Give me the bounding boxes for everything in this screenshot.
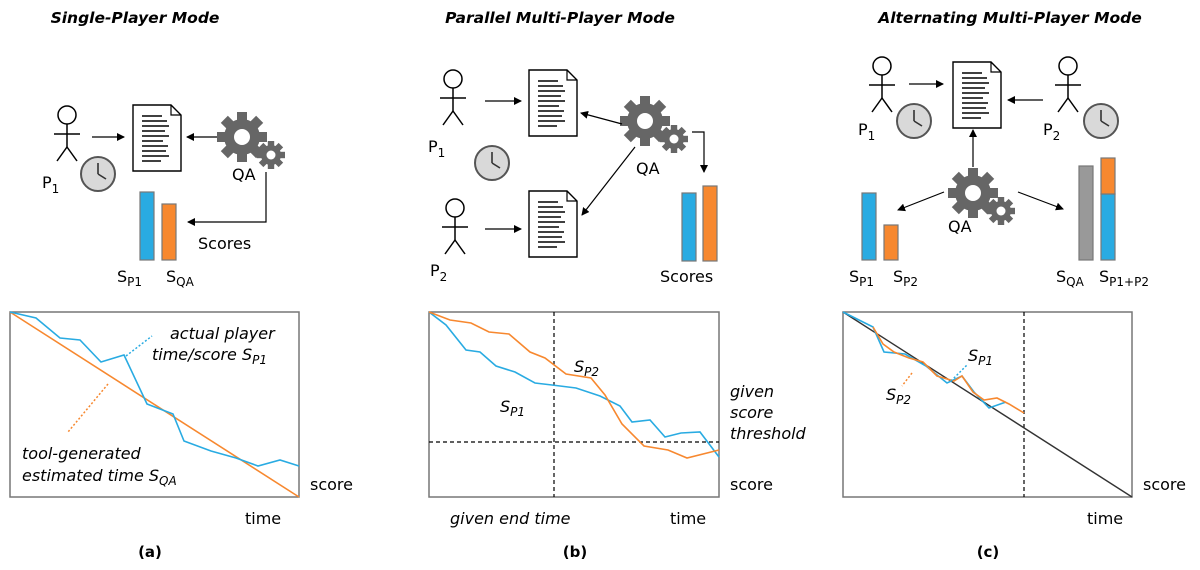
panel-caption: (b)	[563, 543, 587, 561]
player-1-line	[428, 311, 720, 458]
document-icon	[132, 104, 182, 172]
tool-annotation-1: tool-generated	[22, 444, 142, 463]
threshold-label-3: threshold	[730, 424, 807, 443]
player-1-label: P1	[428, 137, 445, 160]
player-2-icon	[1054, 56, 1082, 113]
axis-label-score: score	[310, 475, 353, 494]
axis-label-time: time	[1087, 509, 1123, 528]
qa-to-right-scores-arrow	[1017, 191, 1064, 211]
bar-combined-player-1	[1100, 193, 1116, 261]
player-label: P1	[42, 173, 59, 196]
tool-annotation-2: estimated time SQA	[22, 466, 177, 488]
qa-to-scores-arrow	[187, 172, 267, 226]
scores-label: Scores	[660, 267, 713, 286]
gear-small-icon	[660, 125, 688, 153]
threshold-label-1: given	[730, 382, 774, 401]
player-annotation-1: actual player	[170, 324, 276, 343]
panel-caption: (c)	[977, 543, 1000, 561]
plot-frame	[428, 311, 720, 498]
player-2-label: P2	[430, 261, 447, 284]
axis-label-time: time	[670, 509, 706, 528]
player-1-icon	[868, 56, 896, 113]
panel-title: Alternating Multi-Player Mode	[877, 9, 1142, 27]
player-1-icon	[439, 69, 467, 126]
tool-annotation-leader	[67, 383, 109, 433]
end-time-label: given end time	[450, 509, 571, 528]
gear-small-icon	[257, 141, 285, 169]
bar-player	[139, 191, 155, 261]
threshold-label-2: score	[730, 403, 774, 422]
scores-label: Scores	[198, 234, 251, 253]
document-icon	[952, 61, 1002, 129]
qa-estimate-line	[842, 311, 1133, 498]
clock-icon	[474, 145, 510, 181]
bar-label-player-1: SP1	[849, 267, 874, 289]
panel-caption: (a)	[138, 543, 162, 561]
plot-frame	[842, 311, 1133, 498]
bar-player-1	[681, 192, 697, 262]
clock-icon	[80, 156, 116, 192]
player-2-plot-label: SP2	[574, 357, 599, 379]
panel-title: Single-Player Mode	[51, 9, 220, 27]
estimated-time-line	[9, 311, 300, 498]
qa-to-doc-2-arrow	[581, 146, 636, 216]
qa-to-scores-arrow	[692, 131, 708, 173]
player-2-label: P2	[1043, 120, 1060, 143]
bar-label-qa: SQA	[1056, 267, 1085, 289]
bar-combined-player-2	[1100, 157, 1116, 195]
player-2-leader	[901, 372, 913, 387]
bar-player-2	[883, 224, 899, 261]
bar-label-combined: SP1+P2	[1099, 267, 1149, 289]
player-2-line	[872, 326, 1025, 414]
player-icon	[53, 105, 81, 162]
actual-player-line	[9, 311, 300, 467]
qa-to-left-scores-arrow	[897, 191, 945, 212]
bar-label-player-2: SP2	[893, 267, 918, 289]
qa-label: QA	[636, 159, 660, 178]
player-1-clock-icon	[896, 103, 932, 139]
axis-label-time: time	[245, 509, 281, 528]
qa-label: QA	[948, 217, 972, 236]
axis-label-score: score	[1143, 475, 1186, 494]
bar-label-player: SP1	[117, 267, 142, 289]
player-2-line	[428, 311, 720, 459]
bar-qa	[1078, 165, 1094, 261]
gear-small-icon	[987, 197, 1015, 225]
panel-alternating-multi-player: Alternating Multi-Player Mode P1 P2 QA S…	[842, 9, 1186, 561]
document-1-icon	[528, 69, 578, 137]
player-1-label: P1	[858, 120, 875, 143]
player-1-plot-label: SP1	[500, 397, 525, 419]
document-2-icon	[528, 190, 578, 258]
plot-frame	[9, 311, 300, 498]
bar-player-2	[702, 185, 718, 262]
player-2-icon	[441, 198, 469, 255]
player-annotation-leader	[125, 335, 153, 357]
qa-label: QA	[232, 165, 256, 184]
player-1-plot-label: SP1	[968, 346, 993, 368]
bar-qa	[161, 203, 177, 261]
panel-single-player: Single-Player Mode P1 QA Scores SP1 SQA …	[9, 9, 353, 561]
panel-parallel-multi-player: Parallel Multi-Player Mode P1 P2 QA Scor…	[428, 9, 807, 561]
qa-to-doc-1-arrow	[580, 110, 623, 125]
axis-label-score: score	[730, 475, 773, 494]
player-2-plot-label: SP2	[886, 385, 911, 407]
player-2-clock-icon	[1083, 103, 1119, 139]
panel-title: Parallel Multi-Player Mode	[445, 9, 675, 27]
bar-player-1	[861, 192, 877, 261]
bar-label-qa: SQA	[166, 267, 195, 289]
player-annotation-2: time/score SP1	[152, 345, 267, 367]
